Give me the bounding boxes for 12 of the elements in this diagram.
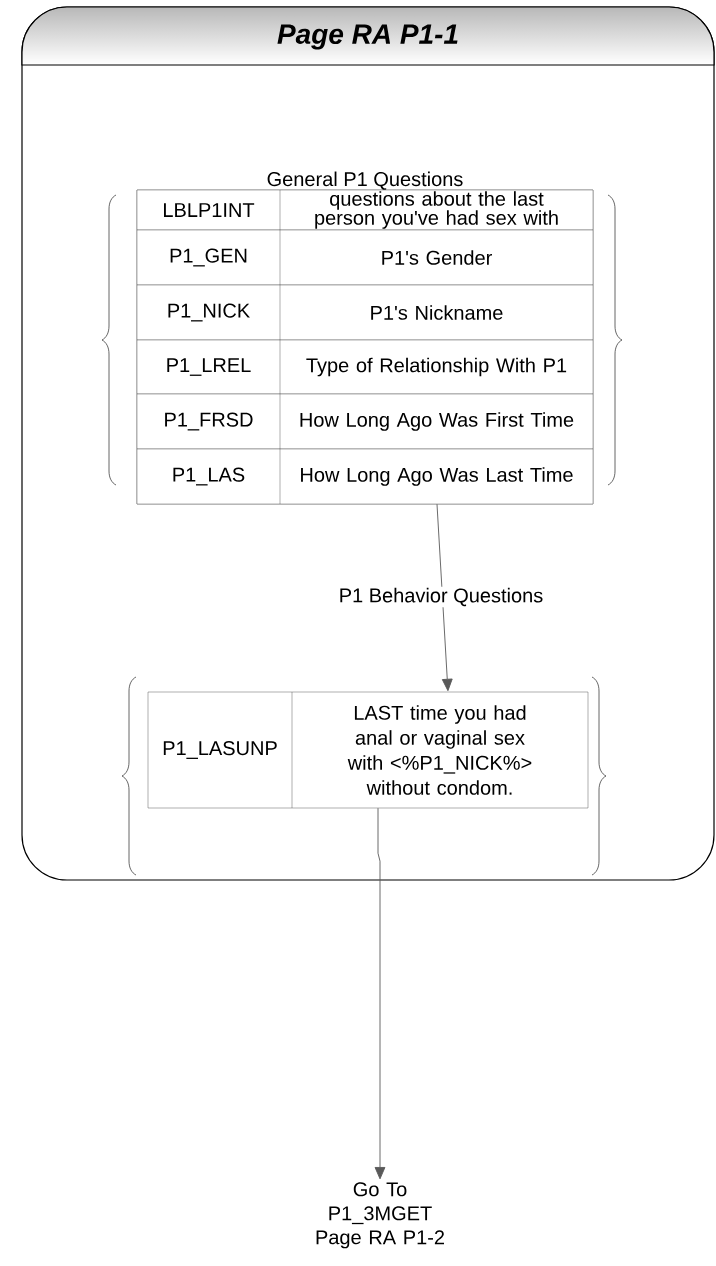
question-row: P1_LAS How Long Ago Was Last Time — [136, 448, 594, 505]
question-row: P1_FRSD How Long Ago Was First Time — [136, 393, 594, 450]
question-row: P1_NICK P1's Nickname — [136, 284, 594, 341]
edge-label: P1 Behavior Questions — [337, 586, 545, 608]
question-row: LBLP1INT questions about the last person you've had sex with — [136, 189, 594, 231]
question-row: P1_LASUNP LAST time you had anal or vaginal sex with <%P1_NICK%> without condom. — [147, 691, 589, 809]
question-row: P1_GEN P1's Gender — [136, 229, 594, 286]
goto-text: Go To P1_3MGET Page RA P1-2 — [316, 1182, 444, 1249]
arrow — [436, 503, 453, 692]
arrow — [374, 807, 386, 1180]
question-row: P1_LREL Type of Relationship With P1 — [136, 339, 594, 395]
node-label: General P1 Questions — [267, 171, 463, 190]
